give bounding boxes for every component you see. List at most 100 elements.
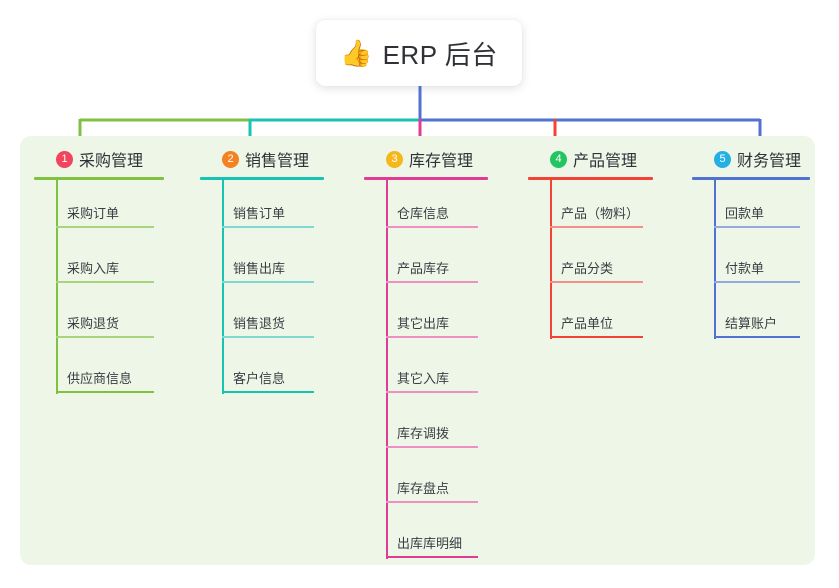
thumbs-up-icon: 👍 — [340, 38, 373, 68]
leaf-label: 回款单 — [725, 206, 765, 221]
leaf-underline — [386, 336, 478, 338]
leaf-underline — [222, 391, 314, 393]
leaf-underline — [550, 336, 643, 338]
leaf-node[interactable]: 客户信息 — [200, 345, 324, 400]
leaf-node[interactable]: 产品（物料） — [528, 180, 653, 235]
branch-badge-5: 5 — [714, 150, 731, 168]
leaf-underline — [386, 501, 478, 503]
branch-label: 采购管理 — [79, 153, 144, 170]
leaf-label: 产品（物料） — [561, 206, 640, 221]
leaf-node[interactable]: 库存调拨 — [364, 400, 488, 455]
leaf-underline — [386, 391, 478, 393]
leaf-label: 付款单 — [725, 261, 765, 276]
leaf-node[interactable]: 采购订单 — [34, 180, 164, 235]
leaf-node[interactable]: 采购入库 — [34, 235, 164, 290]
leaf-underline — [222, 281, 314, 283]
leaf-list: 仓库信息产品库存其它出库其它入库库存调拨库存盘点出库库明细 — [364, 180, 488, 565]
branch-badge-3: 3 — [386, 150, 403, 168]
leaf-node[interactable]: 其它入库 — [364, 345, 488, 400]
leaf-node[interactable]: 回款单 — [692, 180, 810, 235]
leaf-label: 出库库明细 — [397, 536, 463, 551]
leaf-underline — [386, 556, 478, 558]
leaf-label: 其它入库 — [397, 371, 450, 386]
branch-label: 库存管理 — [409, 153, 474, 170]
branch-column-采购管理: 1 采购管理采购订单采购入库采购退货供应商信息 — [34, 148, 164, 400]
leaf-node[interactable]: 销售退货 — [200, 290, 324, 345]
leaf-label: 销售退货 — [233, 316, 286, 331]
branches-card — [20, 136, 815, 565]
leaf-underline — [550, 226, 643, 228]
leaf-underline — [386, 281, 478, 283]
leaf-underline — [714, 336, 800, 338]
root-node[interactable]: 👍 ERP 后台 — [316, 20, 522, 86]
leaf-underline — [56, 226, 154, 228]
leaf-label: 销售出库 — [233, 261, 286, 276]
branch-underline — [692, 177, 810, 180]
branch-label: 财务管理 — [737, 153, 802, 170]
leaf-label: 采购订单 — [67, 206, 120, 221]
leaf-node[interactable]: 仓库信息 — [364, 180, 488, 235]
branch-header-采购管理[interactable]: 1 采购管理 — [34, 148, 164, 170]
leaf-list: 回款单付款单结算账户 — [692, 180, 810, 345]
leaf-underline — [222, 336, 314, 338]
leaf-spine — [714, 180, 716, 339]
leaf-node[interactable]: 销售出库 — [200, 235, 324, 290]
leaf-spine — [386, 180, 388, 559]
leaf-spine — [550, 180, 552, 339]
leaf-node[interactable]: 产品库存 — [364, 235, 488, 290]
leaf-node[interactable]: 其它出库 — [364, 290, 488, 345]
branch-badge-1: 1 — [56, 150, 73, 168]
branch-badge-2: 2 — [222, 150, 239, 168]
branch-badge-4: 4 — [550, 150, 567, 168]
leaf-node[interactable]: 采购退货 — [34, 290, 164, 345]
leaf-label: 客户信息 — [233, 371, 286, 386]
leaf-label: 产品分类 — [561, 261, 614, 276]
branch-underline — [200, 177, 324, 180]
leaf-label: 产品库存 — [397, 261, 450, 276]
branch-column-销售管理: 2 销售管理销售订单销售出库销售退货客户信息 — [200, 148, 324, 400]
branch-column-产品管理: 4 产品管理产品（物料） 产品分类产品单位 — [528, 148, 653, 345]
leaf-label: 其它出库 — [397, 316, 450, 331]
branch-underline — [34, 177, 164, 180]
root-node-label: ERP 后台 — [382, 39, 498, 70]
leaf-list: 产品（物料） 产品分类产品单位 — [528, 180, 653, 345]
leaf-node[interactable]: 出库库明细 — [364, 510, 488, 565]
leaf-underline — [714, 281, 800, 283]
leaf-label: 供应商信息 — [67, 371, 133, 386]
leaf-label: 销售订单 — [233, 206, 286, 221]
branch-header-库存管理[interactable]: 3 库存管理 — [364, 148, 488, 170]
leaf-node[interactable]: 库存盘点 — [364, 455, 488, 510]
leaf-label: 采购入库 — [67, 261, 120, 276]
leaf-spine — [56, 180, 58, 394]
branch-header-财务管理[interactable]: 5 财务管理 — [692, 148, 810, 170]
branch-header-销售管理[interactable]: 2 销售管理 — [200, 148, 324, 170]
leaf-list: 采购订单采购入库采购退货供应商信息 — [34, 180, 164, 400]
leaf-label: 产品单位 — [561, 316, 614, 331]
leaf-underline — [386, 226, 478, 228]
leaf-underline — [714, 226, 800, 228]
leaf-node[interactable]: 供应商信息 — [34, 345, 164, 400]
branch-column-财务管理: 5 财务管理回款单付款单结算账户 — [692, 148, 810, 345]
leaf-label: 仓库信息 — [397, 206, 450, 221]
leaf-node[interactable]: 产品单位 — [528, 290, 653, 345]
leaf-underline — [386, 446, 478, 448]
leaf-label: 库存盘点 — [397, 481, 450, 496]
leaf-label: 结算账户 — [725, 316, 778, 331]
leaf-underline — [56, 336, 154, 338]
leaf-spine — [222, 180, 224, 394]
branch-column-库存管理: 3 库存管理仓库信息产品库存其它出库其它入库库存调拨库存盘点出库库明细 — [364, 148, 488, 565]
leaf-node[interactable]: 销售订单 — [200, 180, 324, 235]
branch-header-产品管理[interactable]: 4 产品管理 — [528, 148, 653, 170]
branch-label: 产品管理 — [573, 153, 638, 170]
leaf-underline — [56, 281, 154, 283]
leaf-list: 销售订单销售出库销售退货客户信息 — [200, 180, 324, 400]
leaf-underline — [550, 281, 643, 283]
leaf-node[interactable]: 结算账户 — [692, 290, 810, 345]
leaf-node[interactable]: 产品分类 — [528, 235, 653, 290]
leaf-node[interactable]: 付款单 — [692, 235, 810, 290]
branch-underline — [528, 177, 653, 180]
leaf-underline — [222, 226, 314, 228]
branch-label: 销售管理 — [245, 153, 310, 170]
leaf-label: 库存调拨 — [397, 426, 450, 441]
